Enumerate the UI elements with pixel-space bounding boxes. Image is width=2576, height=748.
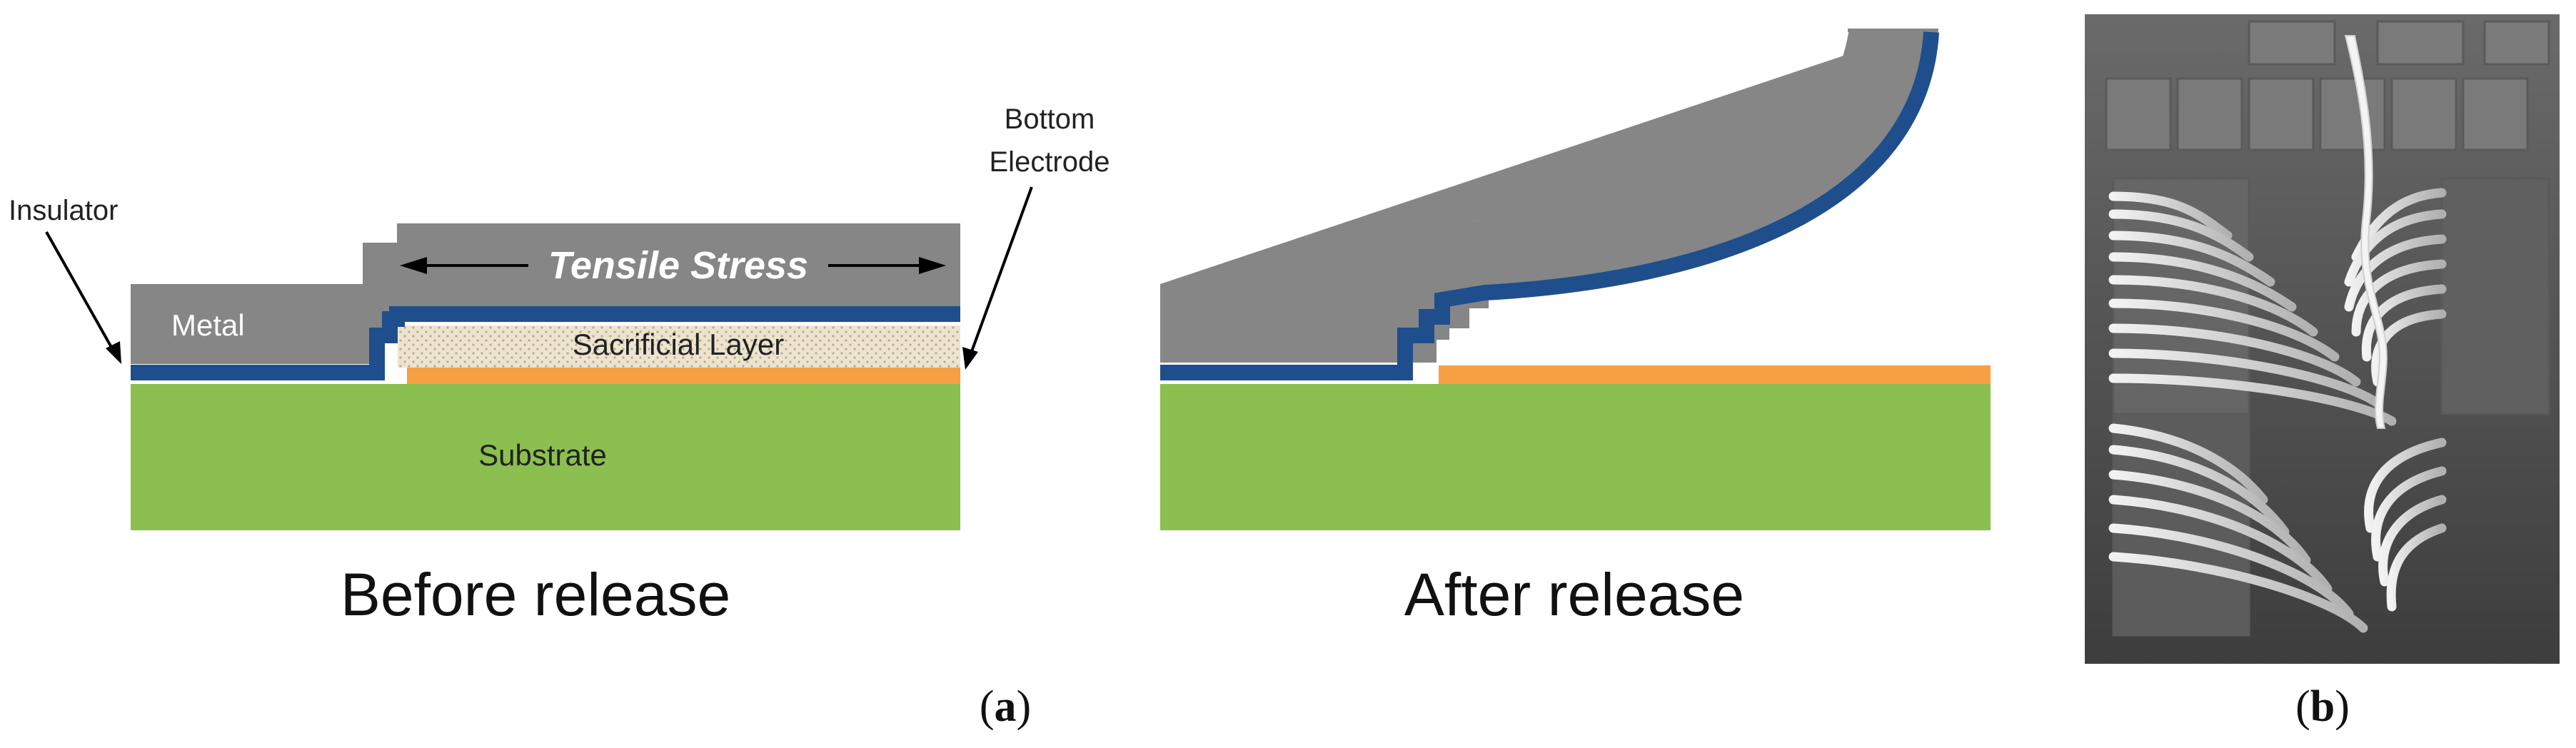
insulator-layer [131, 306, 960, 380]
released-metal-body [1160, 29, 1938, 363]
after-release-title: After release [1404, 561, 1744, 628]
before-release-title: Before release [341, 561, 730, 628]
caption-b-text: (b) [2295, 682, 2350, 731]
after-release-diagram: After release [1160, 29, 1991, 628]
released-metal-cantilever [1160, 29, 1942, 284]
bottom-electrode-layer [407, 368, 960, 384]
sem-micrograph [2085, 14, 2560, 664]
sacrificial-layer-label: Sacrificial Layer [573, 328, 784, 361]
sem-twisted-ribbon [2344, 35, 2388, 429]
before-release-diagram: Tensile Stress Metal Sacrificial Layer S… [9, 103, 1110, 628]
bottom-electrode-label-line2: Electrode [990, 146, 1110, 178]
caption-a-text: (a) [980, 682, 1031, 731]
caption-a: (a) [980, 682, 1031, 731]
sacrificial-layer [398, 325, 960, 368]
substrate-block [131, 384, 960, 530]
tensile-stress-label: Tensile Stress [548, 244, 808, 287]
substrate-label: Substrate [478, 438, 607, 472]
bottom-electrode-layer-after [1439, 365, 1991, 384]
insulator-pointer-arrow [45, 231, 121, 364]
bottom-electrode-label-line1: Bottom [1005, 103, 1095, 135]
metal-label: Metal [171, 308, 245, 342]
metal-layer [131, 223, 960, 364]
substrate-block-after [1160, 384, 1991, 530]
released-insulator-layer [1160, 31, 1939, 380]
bottom-electrode-pointer-arrow [962, 186, 1033, 370]
sem-ribbons [2108, 188, 2447, 633]
insulator-label: Insulator [9, 195, 118, 226]
caption-b: (b) [2295, 682, 2350, 731]
tensile-stress-arrow [400, 257, 946, 274]
